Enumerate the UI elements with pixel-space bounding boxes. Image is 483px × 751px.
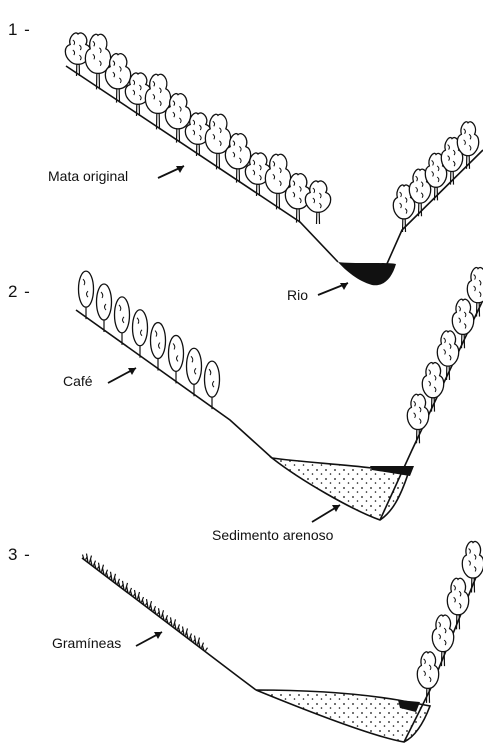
coffee-trees: [79, 271, 220, 409]
coffee-tree: [169, 335, 184, 383]
panel-3: [82, 541, 483, 742]
slope-left-3: [82, 558, 256, 690]
river-water: [338, 262, 396, 285]
forest-trees-left: [65, 33, 330, 224]
panel-1-number: 1 -: [8, 20, 31, 40]
label-gramineas: Gramíneas: [52, 635, 121, 651]
coffee-tree: [205, 361, 220, 409]
panel-2: [76, 267, 483, 522]
coffee-tree: [79, 271, 94, 319]
forest-tree: [305, 181, 330, 224]
coffee-tree: [133, 310, 148, 358]
sediment-deposit-3: [256, 690, 430, 742]
panel-3-number: 3 -: [8, 545, 31, 565]
forest-trees-right-3: [417, 541, 483, 702]
coffee-tree: [115, 297, 130, 345]
coffee-tree: [187, 348, 202, 396]
panel-2-number: 2 -: [8, 282, 31, 302]
slope-left-1: [66, 66, 338, 262]
forest-trees-right-2: [407, 267, 483, 443]
label-sedimento-arenoso: Sedimento arenoso: [212, 527, 333, 543]
forest-trees-right: [393, 122, 478, 232]
coffee-tree: [151, 323, 166, 371]
label-cafe: Café: [63, 373, 93, 389]
label-rio: Rio: [287, 287, 308, 303]
coffee-tree: [97, 284, 112, 332]
label-mata-original: Mata original: [48, 168, 128, 184]
panel-1: [65, 33, 483, 295]
slope-left-2: [76, 310, 272, 458]
